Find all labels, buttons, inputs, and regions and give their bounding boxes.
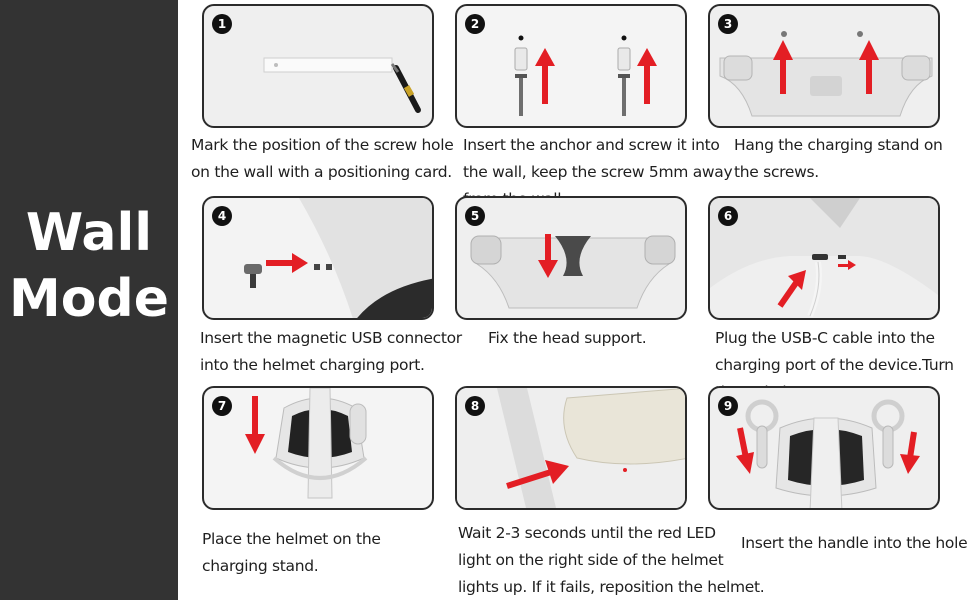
head-support-icon bbox=[470, 234, 676, 309]
step-1-number: 1 bbox=[212, 14, 232, 34]
step-8-line-2: light on the right side of the helmet bbox=[458, 551, 724, 569]
sidebar: Wall Mode bbox=[0, 0, 178, 600]
step-2-line-1: Insert the anchor and screw it into bbox=[463, 136, 720, 154]
step-4-caption: Insert the magnetic USB connector into t… bbox=[200, 325, 462, 379]
step-7-panel: 7 bbox=[202, 386, 434, 510]
step-3-panel: 3 bbox=[708, 4, 940, 128]
step-7-number: 7 bbox=[212, 396, 232, 416]
step-5-number: 5 bbox=[465, 206, 485, 226]
step-2-line-2: the wall, keep the screw 5mm away bbox=[463, 163, 733, 181]
step-1-panel: 1 bbox=[202, 4, 434, 128]
step-9-number: 9 bbox=[718, 396, 738, 416]
step-8-line-1: Wait 2-3 seconds until the red LED bbox=[458, 524, 716, 542]
step-4-number: 4 bbox=[212, 206, 232, 226]
step-1-line-2: on the wall with a positioning card. bbox=[191, 163, 452, 181]
title-line-2: Mode bbox=[9, 269, 169, 329]
step-5-line-1: Fix the head support. bbox=[488, 329, 647, 347]
step-8-line-3: lights up. If it fails, reposition the h… bbox=[458, 578, 765, 596]
step-6-line-1: Plug the USB-C cable into the bbox=[715, 329, 935, 347]
helmet-placement-icon bbox=[245, 388, 368, 499]
step-1-line-1: Mark the position of the screw hole bbox=[191, 136, 454, 154]
step-4-panel: 4 bbox=[202, 196, 434, 320]
step-8-caption: Wait 2-3 seconds until the red LED light… bbox=[458, 520, 765, 601]
step-9-line-1: Insert the handle into the hole bbox=[741, 534, 968, 552]
step-3-line-2: the screws. bbox=[734, 163, 819, 181]
step-9-caption: Insert the handle into the hole bbox=[741, 530, 968, 557]
step-9-panel: 9 bbox=[708, 386, 940, 510]
step-2-caption: Insert the anchor and screw it into the … bbox=[463, 132, 733, 213]
step-8-number: 8 bbox=[465, 396, 485, 416]
step-3-line-1: Hang the charging stand on bbox=[734, 136, 943, 154]
step-8-panel: 8 bbox=[455, 386, 687, 510]
step-6-number: 6 bbox=[718, 206, 738, 226]
step-4-line-2: into the helmet charging port. bbox=[200, 356, 425, 374]
step-7-line-1: Place the helmet on the bbox=[202, 530, 381, 548]
step-7-line-2: charging stand. bbox=[202, 557, 319, 575]
step-6-line-2: charging port of the device.Turn bbox=[715, 356, 954, 374]
step-2-panel: 2 bbox=[455, 4, 687, 128]
step-1-caption: Mark the position of the screw hole on t… bbox=[191, 132, 454, 186]
controller-handle-icon bbox=[736, 399, 920, 508]
page-title: Wall Mode bbox=[0, 200, 178, 332]
step-7-caption: Place the helmet on the charging stand. bbox=[202, 526, 381, 580]
charging-stand-icon bbox=[719, 31, 933, 117]
usb-connector-icon bbox=[244, 198, 432, 318]
step-5-panel: 5 bbox=[455, 196, 687, 320]
usb-c-cable-icon bbox=[710, 198, 938, 318]
title-line-1: Wall bbox=[25, 203, 153, 263]
anchor-screw-icon bbox=[514, 35, 657, 116]
step-3-caption: Hang the charging stand on the screws. bbox=[734, 132, 943, 186]
step-2-number: 2 bbox=[465, 14, 485, 34]
step-6-panel: 6 bbox=[708, 196, 940, 320]
pen-marking-card-icon bbox=[263, 57, 421, 113]
red-led-icon bbox=[457, 388, 685, 508]
step-4-line-1: Insert the magnetic USB connector bbox=[200, 329, 462, 347]
step-3-number: 3 bbox=[718, 14, 738, 34]
step-5-caption: Fix the head support. bbox=[488, 325, 647, 352]
